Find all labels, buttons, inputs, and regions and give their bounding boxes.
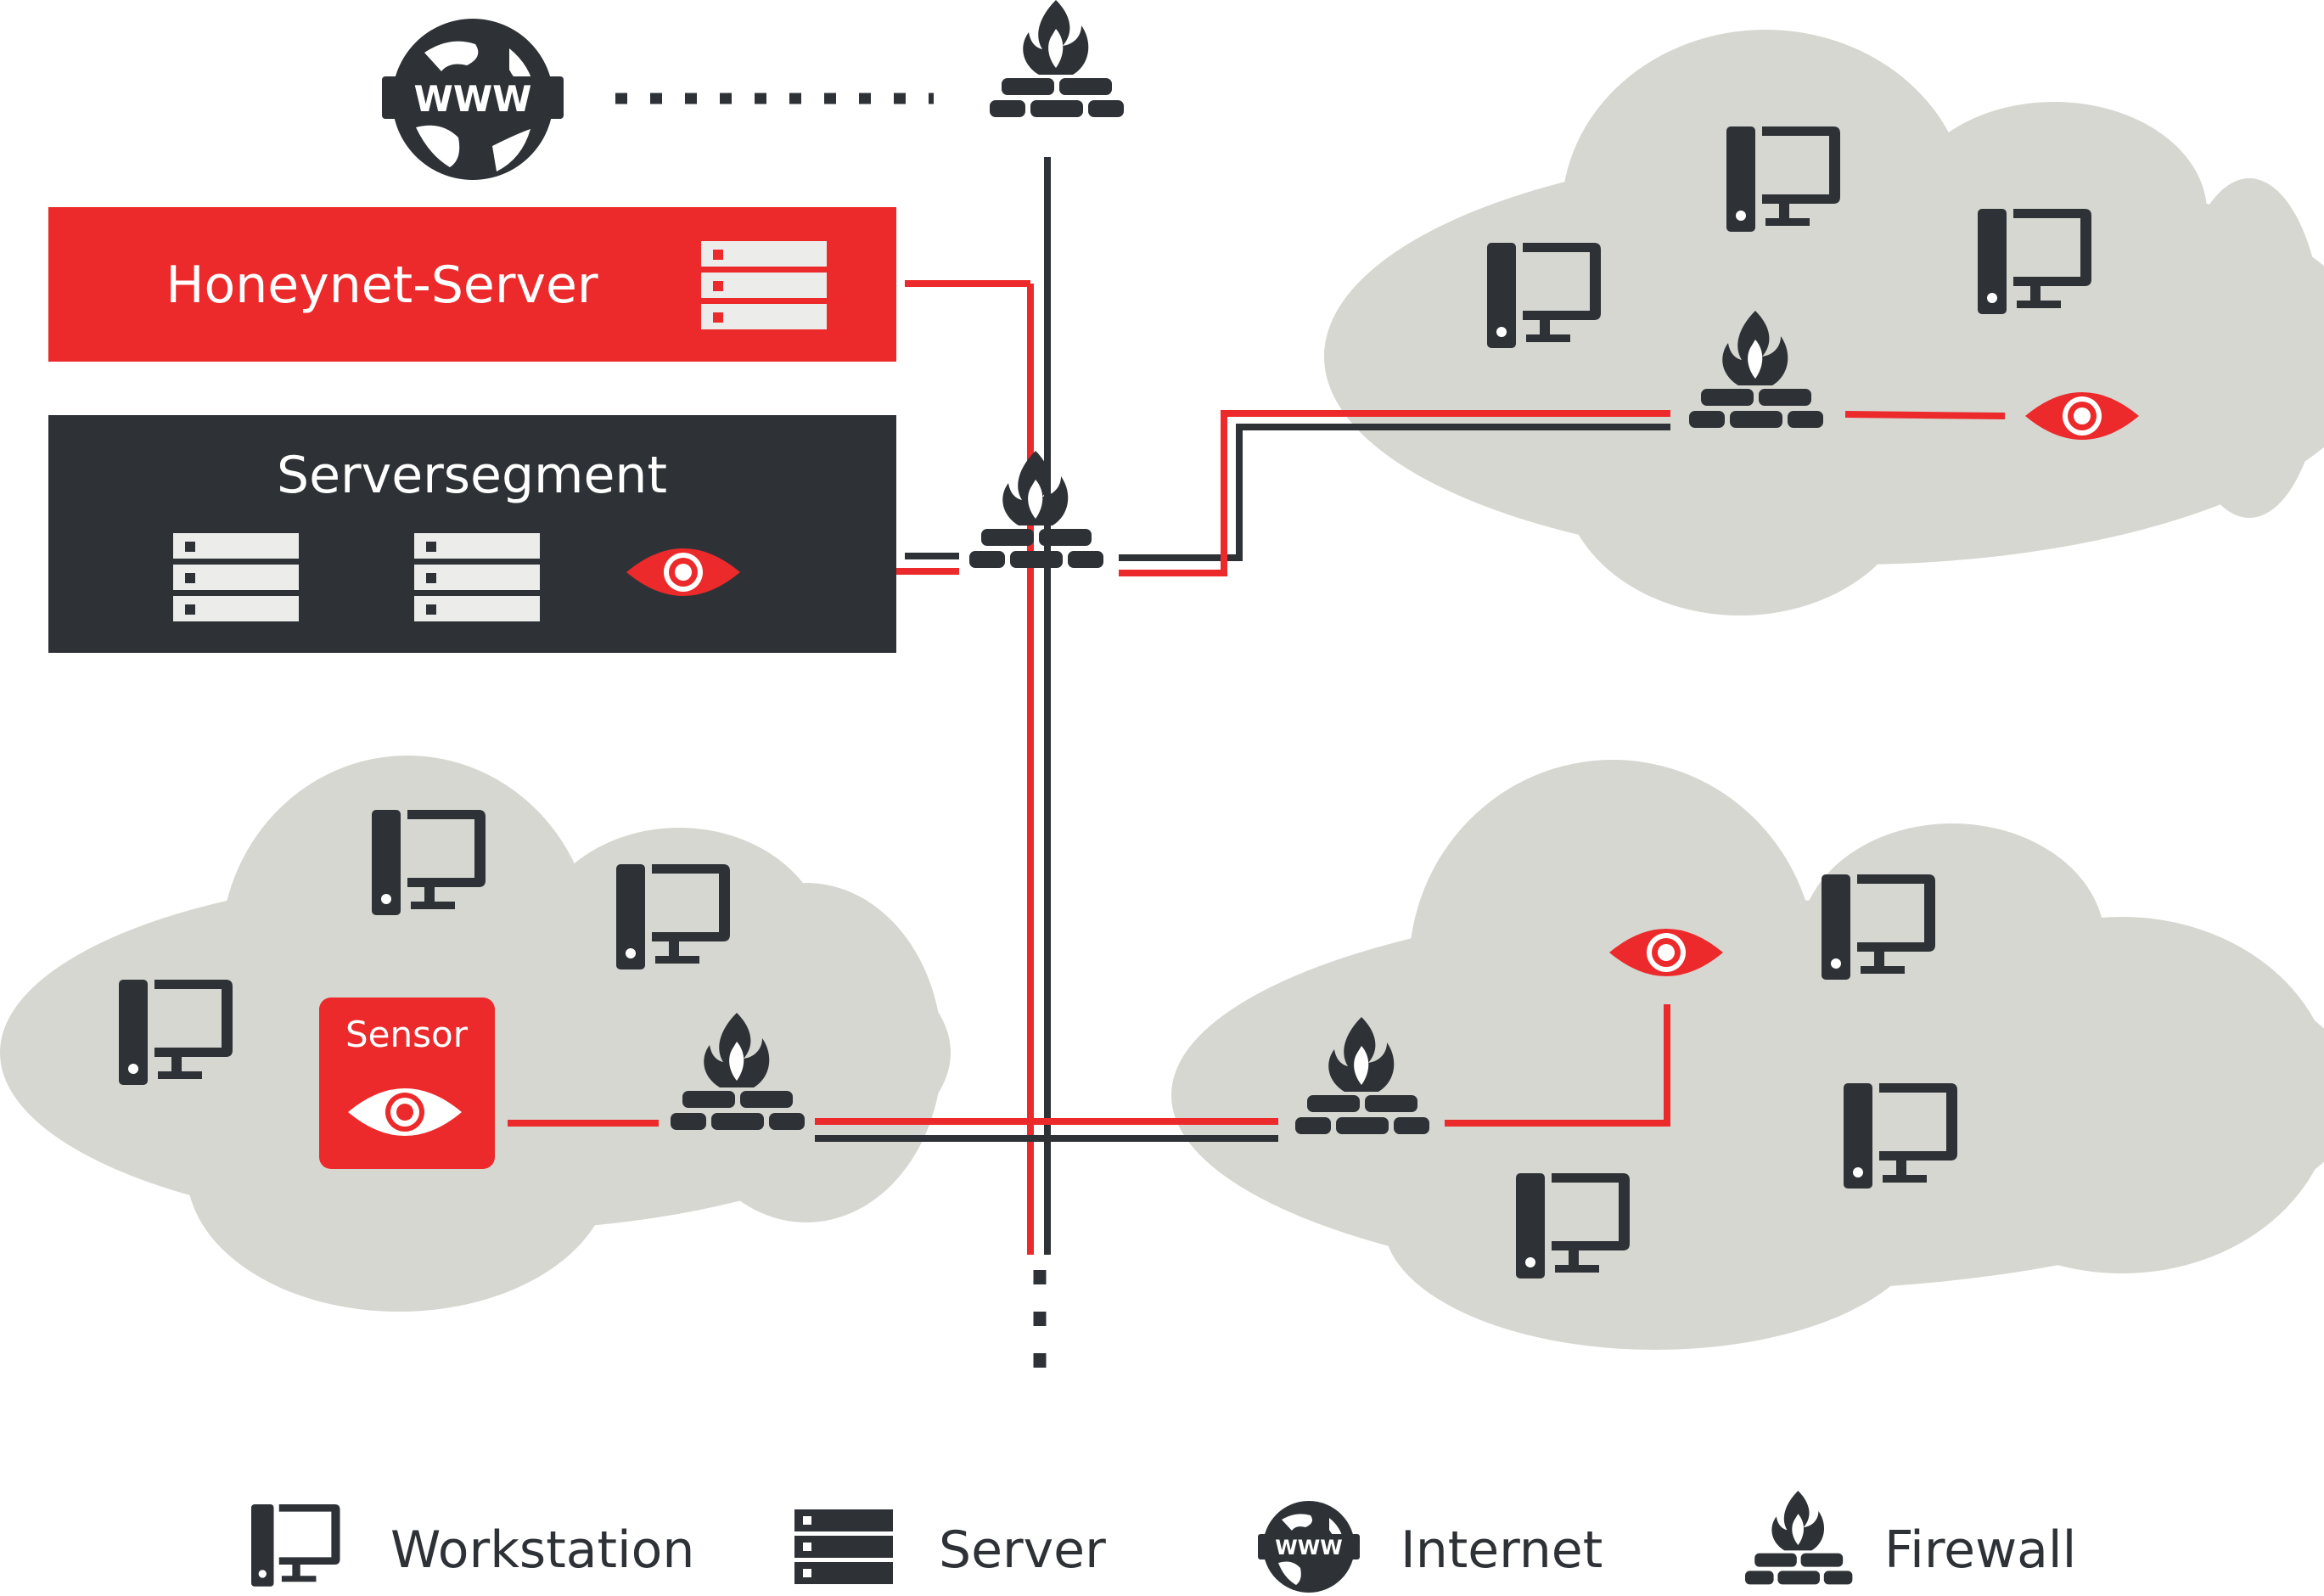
- server-icon: [701, 241, 827, 329]
- legend-firewall-label: Firewall: [1884, 1520, 2076, 1580]
- legend-internet-label: Internet: [1401, 1520, 1603, 1580]
- legend-item-internet: WWW Internet: [1258, 1501, 1603, 1593]
- cloud-bottom-right: [1171, 760, 2324, 1350]
- serversegment-box: Serversegment: [48, 415, 896, 653]
- internet-icon: WWW: [1258, 1501, 1360, 1593]
- honeynet-server-box: Honeynet-Server: [48, 207, 896, 362]
- serversegment-label: Serversegment: [277, 446, 667, 505]
- internet-icon-label: WWW: [414, 78, 532, 120]
- sensor-box: Sensor: [319, 997, 495, 1169]
- workstation-icon: [251, 1504, 340, 1587]
- legend-item-workstation: Workstation: [251, 1504, 694, 1587]
- legend-item-firewall: Firewall: [1745, 1491, 2076, 1585]
- legend-item-server: Server: [794, 1509, 1106, 1584]
- legend: Workstation Server WWW Internet Firewall: [251, 1491, 2076, 1593]
- honeynet-server-label: Honeynet-Server: [166, 256, 598, 315]
- firewall-icon-top: [990, 0, 1124, 117]
- legend-server-label: Server: [939, 1520, 1106, 1580]
- sensor-eye-icon: [348, 1088, 462, 1136]
- legend-workstation-label: Workstation: [390, 1520, 694, 1580]
- firewall-icon: [1745, 1491, 1853, 1585]
- internet-icon: WWW: [382, 19, 564, 180]
- firewall-icon-central: [969, 451, 1103, 568]
- server-icon: [794, 1509, 893, 1584]
- sensor-label: Sensor: [345, 1014, 469, 1055]
- server-icon: [173, 533, 299, 621]
- server-icon: [414, 533, 540, 621]
- connection-lines: [508, 93, 2006, 1380]
- legend-internet-icon-label: WWW: [1275, 1536, 1342, 1559]
- cloud-top-right: [1324, 30, 2324, 615]
